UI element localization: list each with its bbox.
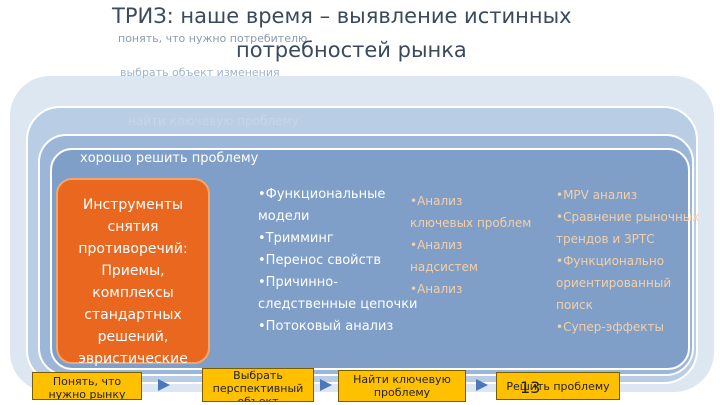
tools-line: Приемы, — [101, 263, 165, 279]
title-line-2: потребностей рынка — [236, 38, 467, 62]
page-number: 13 — [520, 378, 541, 397]
step-choose-object: Выбрать перспективный объект — [202, 368, 314, 402]
step-understand-market: Понять, что нужно рынку — [32, 372, 142, 400]
arrow-right-icon — [476, 379, 488, 391]
tools-line: Инструменты — [82, 197, 184, 213]
step-solve-problem: Решить проблему — [496, 372, 620, 400]
method-item: •Сравнение рыночных трендов и ЗРТС — [556, 210, 700, 246]
layer-3-label: найти ключевую проблему — [128, 114, 299, 128]
step-find-problem: Найти ключевую проблему — [338, 370, 466, 402]
arrow-right-icon — [320, 379, 332, 391]
method-item: надсистем — [410, 260, 478, 274]
tools-box: Инструменты снятия противоречий: Приемы,… — [56, 178, 210, 367]
layer-2-label: выбрать объект изменения — [120, 66, 280, 79]
method-item: •Тримминг — [258, 231, 334, 246]
method-item: •Функционально ориентированный поиск — [556, 254, 672, 312]
method-item: •MPV анализ — [556, 188, 638, 202]
method-item: •Анализ — [410, 194, 463, 208]
method-item: •Анализ — [410, 282, 463, 296]
tools-line: решений, — [97, 329, 169, 345]
method-item: •Анализ — [410, 238, 463, 252]
method-item: •Потоковый анализ — [258, 319, 394, 334]
tools-line: снятия — [107, 219, 159, 235]
arrow-right-icon — [158, 379, 170, 391]
methods-column-2: •Анализ ключевых проблем •Анализ надсист… — [410, 190, 560, 300]
tools-line: эвристические — [78, 351, 188, 367]
methods-column-1: •Функциональные модели •Тримминг •Перено… — [258, 184, 418, 338]
method-item: •Перенос свойств — [258, 253, 382, 268]
tools-line: стандартных — [84, 307, 182, 323]
method-item: •Супер-эффекты — [556, 320, 664, 334]
title-line-1: ТРИЗ: наше время – выявление истинных — [112, 4, 572, 28]
layer-4-label: хорошо решить проблему — [80, 151, 259, 166]
method-item: •Причинно-следственные цепочки — [258, 275, 418, 312]
tools-line: противоречий: — [78, 241, 188, 257]
tools-line: комплексы — [92, 285, 174, 301]
method-item: •Функциональные модели — [258, 187, 386, 224]
methods-column-3: •MPV анализ •Сравнение рыночных трендов … — [556, 184, 706, 338]
method-item: ключевых проблем — [410, 216, 532, 230]
layer-1-label: понять, что нужно потребителю — [118, 32, 308, 45]
